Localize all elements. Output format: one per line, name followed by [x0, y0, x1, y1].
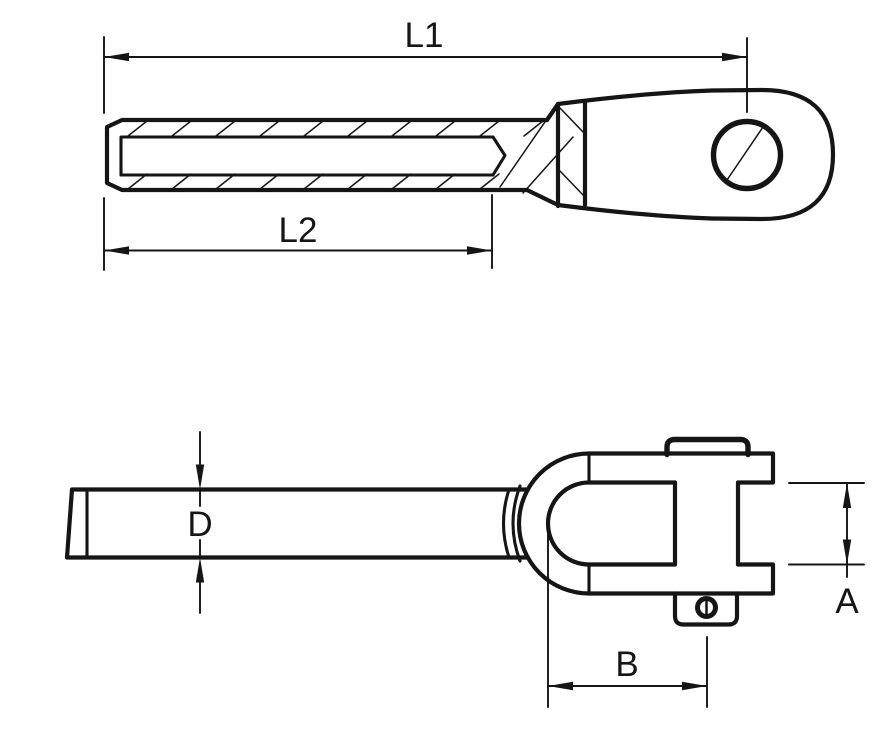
jaw-upper-plate [586, 451, 776, 485]
dimension-l1: L1 [103, 16, 748, 114]
swage-collar [499, 98, 588, 209]
clevis-pin [664, 436, 751, 627]
fork-rod [64, 484, 531, 563]
eye-hole-slash [726, 126, 764, 181]
l2-arrowhead-right [467, 246, 492, 255]
l1-label: L1 [405, 16, 444, 55]
jaw-outer-bend [516, 451, 592, 596]
b-label: B [615, 645, 638, 684]
l2-arrowhead-left [104, 246, 129, 255]
eye-outline [555, 87, 836, 222]
swage-shoulder-arcs [502, 484, 522, 563]
a-arrowhead-up [842, 483, 852, 508]
stud-outline [104, 117, 550, 193]
l2-extension-lines [103, 194, 493, 271]
swage-transition-bottom-edge [524, 187, 561, 208]
l1-arrowhead-right [722, 52, 747, 62]
rod-outline [64, 487, 531, 560]
d-arrowhead-top [195, 464, 205, 490]
eye-hole [710, 118, 784, 192]
b-extension-lines [547, 532, 708, 708]
l1-arrowhead-left [104, 52, 129, 62]
thread-core-lines [119, 135, 507, 177]
l2-label: L2 [279, 211, 318, 250]
pin-head [664, 436, 751, 458]
jaw-inner-slot-bend [545, 480, 592, 567]
dimension-l2: L2 [103, 194, 493, 271]
dimension-d: D [187, 431, 213, 614]
collar-edges [555, 98, 588, 209]
fork-terminal-view: D A B [64, 431, 865, 708]
thread-hatching-top [127, 120, 544, 137]
thread-hatching-bottom [127, 173, 500, 190]
pin-retainer [672, 591, 740, 627]
l1-extension-lines [103, 36, 748, 114]
dimension-a: A [788, 482, 865, 621]
d-label: D [187, 505, 212, 544]
a-label: A [835, 582, 859, 621]
threaded-stud [104, 101, 561, 208]
a-arrowhead-down [842, 539, 852, 565]
b-arrowhead-left [548, 681, 573, 691]
swage-hatching [499, 105, 585, 197]
eye-body [555, 87, 836, 222]
dimension-b: B [547, 532, 708, 708]
a-extension-lines [788, 482, 865, 566]
d-arrowhead-bottom [195, 557, 205, 583]
jaw-lower-plate [586, 562, 776, 596]
b-arrowhead-right [682, 681, 707, 691]
fork-jaw [516, 451, 776, 596]
pin-shank [672, 480, 741, 567]
eye-terminal-view: L1 L2 [103, 16, 836, 271]
